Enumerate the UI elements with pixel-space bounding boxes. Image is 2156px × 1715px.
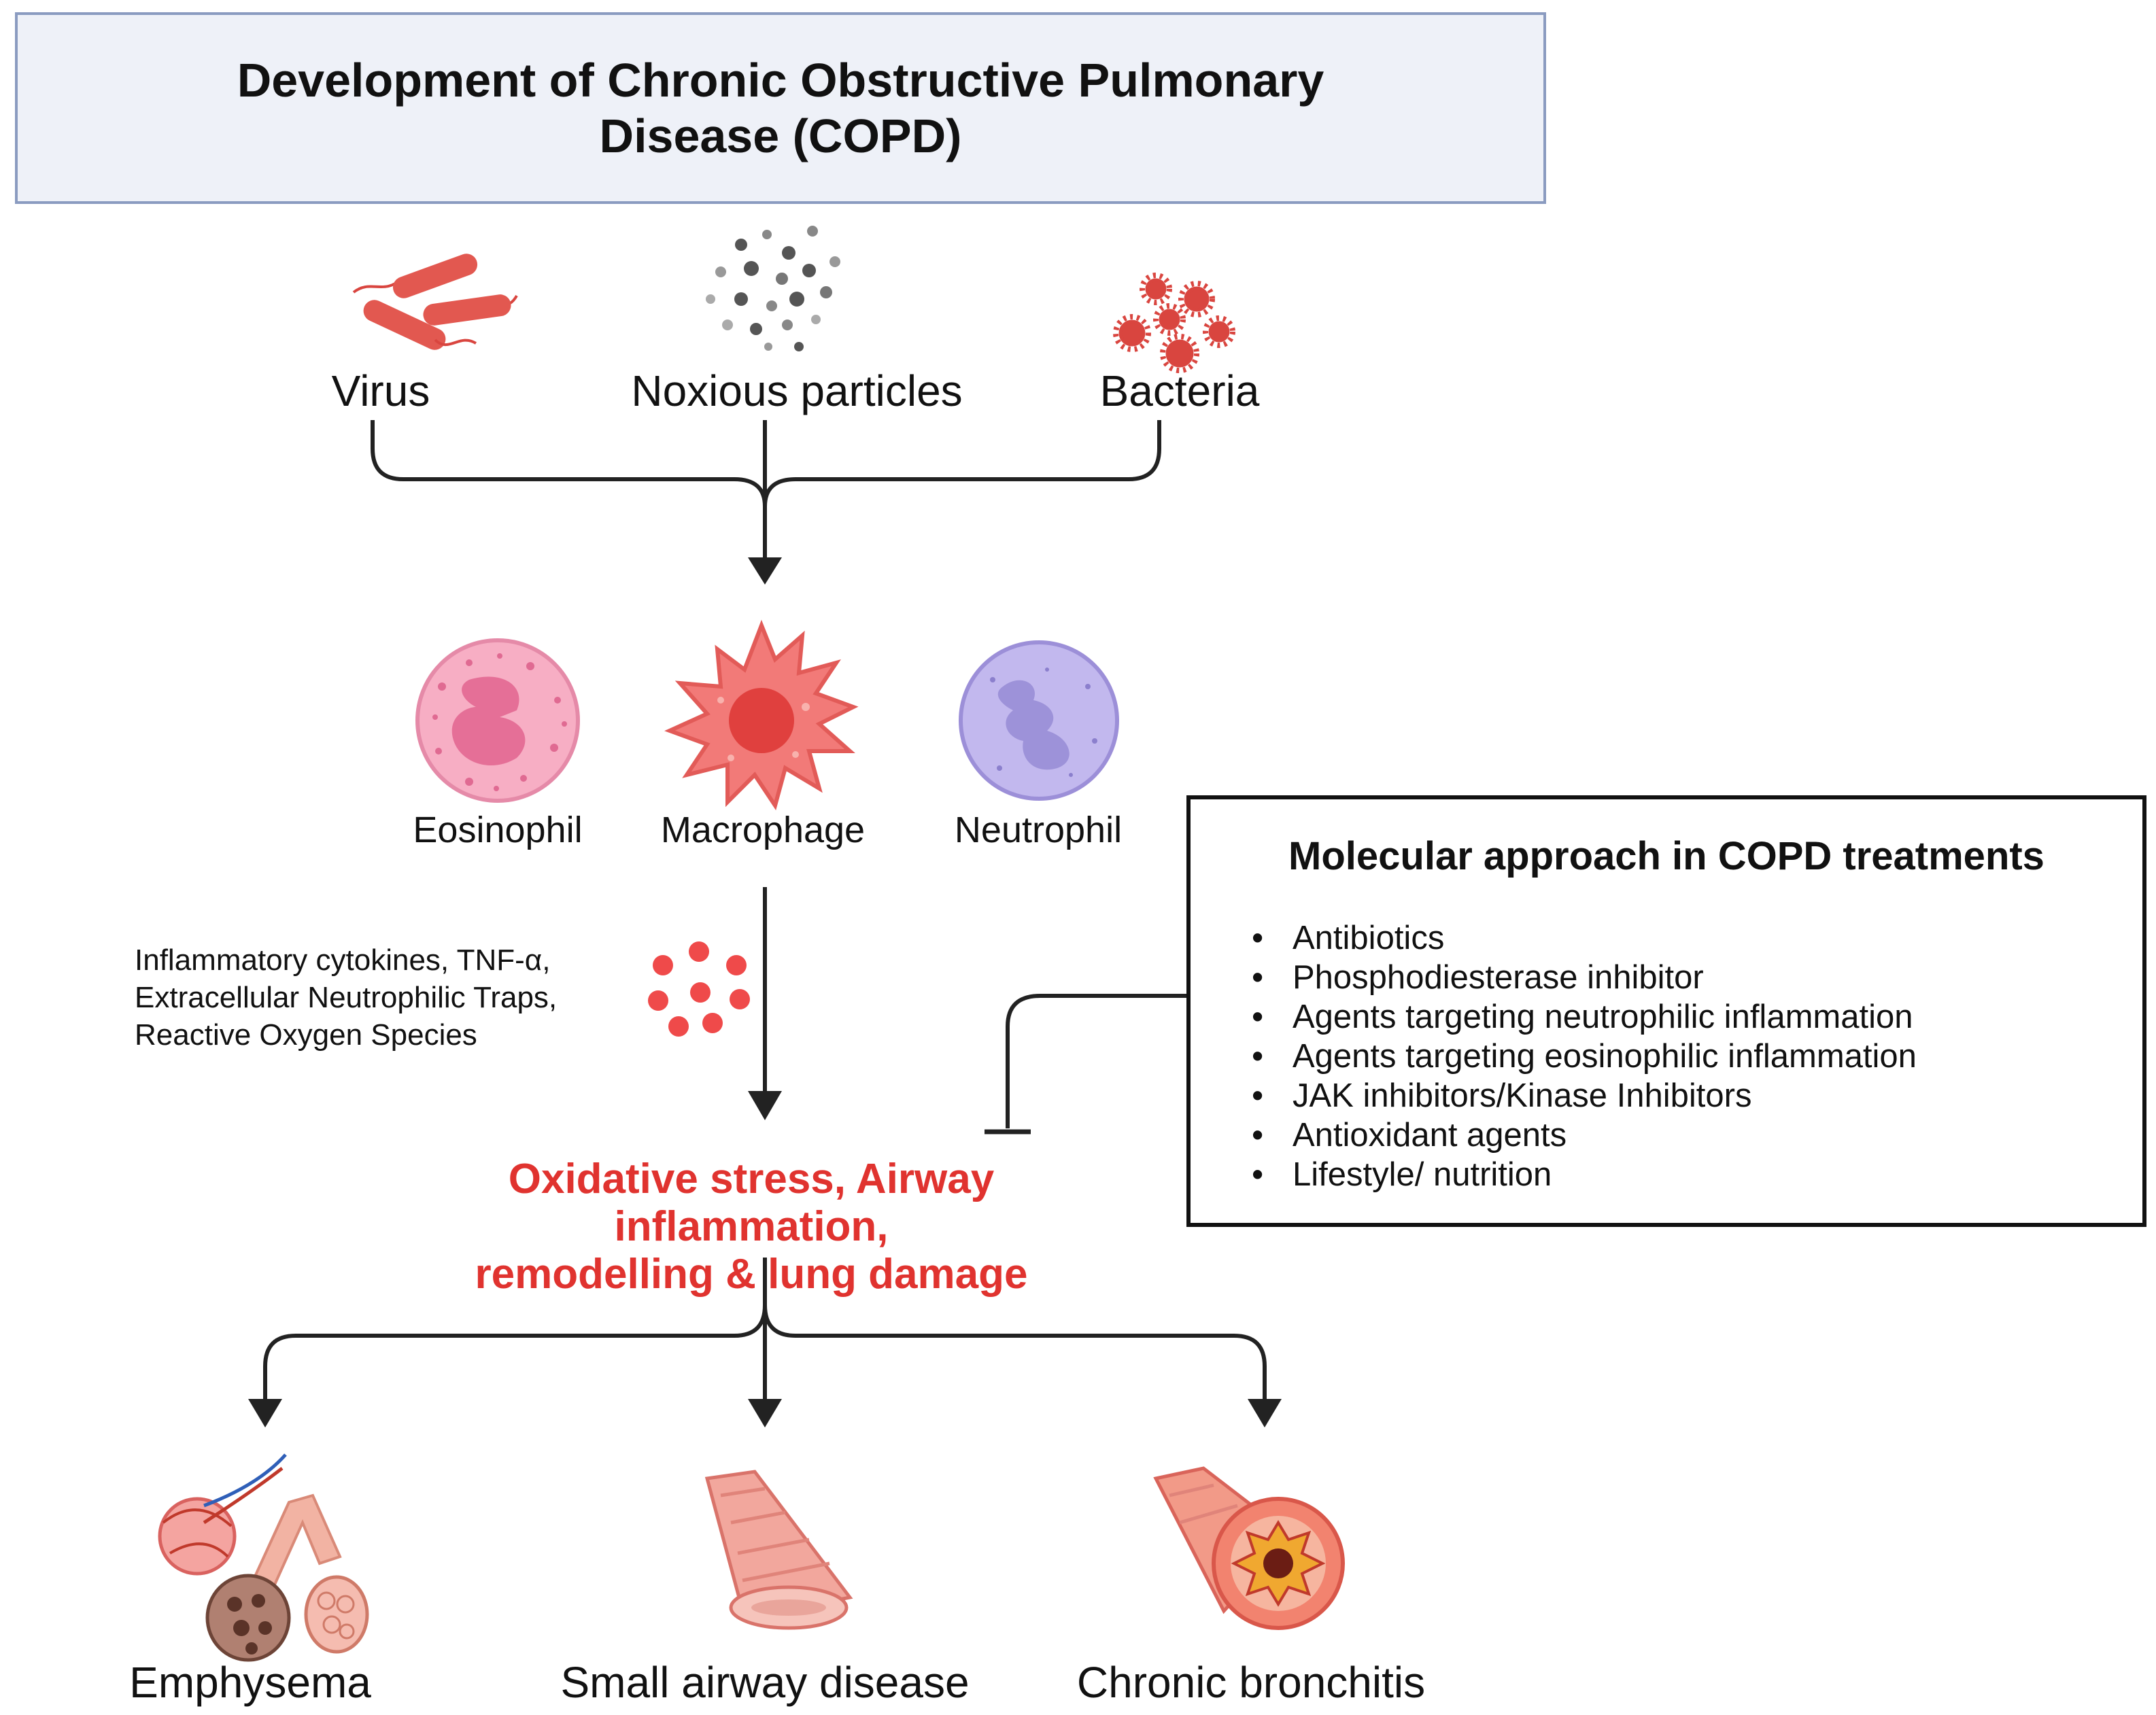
arrowhead-bronchitis <box>1248 1399 1282 1427</box>
trigger-label-bacteria: Bacteria <box>1099 366 1260 415</box>
eosinophil-icon <box>415 638 580 803</box>
treatment-item: Antibiotics <box>1252 918 1917 958</box>
treatment-title: Molecular approach in COPD treatments <box>1288 834 2044 878</box>
disease-label-chronic-bronchitis: Chronic bronchitis <box>1076 1658 1426 1707</box>
mediators-text: Inflammatory cytokines, TNF-α, Extracell… <box>135 943 558 1052</box>
bacteria-icon <box>1113 273 1235 373</box>
treatment-item: Agents targeting neutrophilic inflammati… <box>1252 997 1917 1037</box>
cell-label-neutrophil: Neutrophil <box>954 810 1123 850</box>
treatment-item: JAK inhibitors/Kinase Inhibitors <box>1252 1076 1917 1115</box>
virus-icon <box>352 254 518 350</box>
neutrophil-icon <box>959 640 1119 801</box>
diverging-connector <box>263 1258 1267 1400</box>
arrowhead-small-airway <box>748 1399 782 1427</box>
treatment-item: Lifestyle/ nutrition <box>1252 1155 1917 1194</box>
macrophage-icon <box>664 619 859 811</box>
mediator-dots-icon <box>648 941 750 1037</box>
treatment-list: Antibiotics Phosphodiesterase inhibitor … <box>1252 918 1917 1194</box>
converging-connector <box>371 420 1161 561</box>
arrowhead-to-outcome <box>748 1091 782 1120</box>
disease-label-small-airway: Small airway disease <box>560 1658 970 1707</box>
cell-label-eosinophil: Eosinophil <box>413 810 583 850</box>
disease-label-emphysema: Emphysema <box>129 1658 371 1707</box>
title-box: Development of Chronic Obstructive Pulmo… <box>15 12 1546 204</box>
arrowhead-emphysema <box>248 1399 282 1427</box>
outcome-text: Oxidative stress, Airway inflammation, r… <box>475 1156 1028 1298</box>
treatment-item: Antioxidant agents <box>1252 1115 1917 1155</box>
trigger-label-noxious-particles: Noxious particles <box>631 366 963 415</box>
chronic-bronchitis-icon <box>1153 1466 1345 1630</box>
treatment-box: Molecular approach in COPD treatments An… <box>1186 795 2146 1227</box>
arrowhead-to-cells <box>748 557 782 585</box>
diagram-title: Development of Chronic Obstructive Pulmo… <box>237 54 1324 162</box>
treatment-item: Phosphodiesterase inhibitor <box>1252 958 1917 997</box>
small-airway-icon <box>704 1470 853 1630</box>
trigger-label-virus: Virus <box>331 366 430 415</box>
cell-label-macrophage: Macrophage <box>660 810 866 850</box>
inhibition-connector <box>1006 994 1186 1128</box>
particles-icon <box>706 226 840 351</box>
treatment-item: Agents targeting eosinophilic inflammati… <box>1252 1037 1917 1076</box>
emphysema-icon <box>158 1453 369 1662</box>
